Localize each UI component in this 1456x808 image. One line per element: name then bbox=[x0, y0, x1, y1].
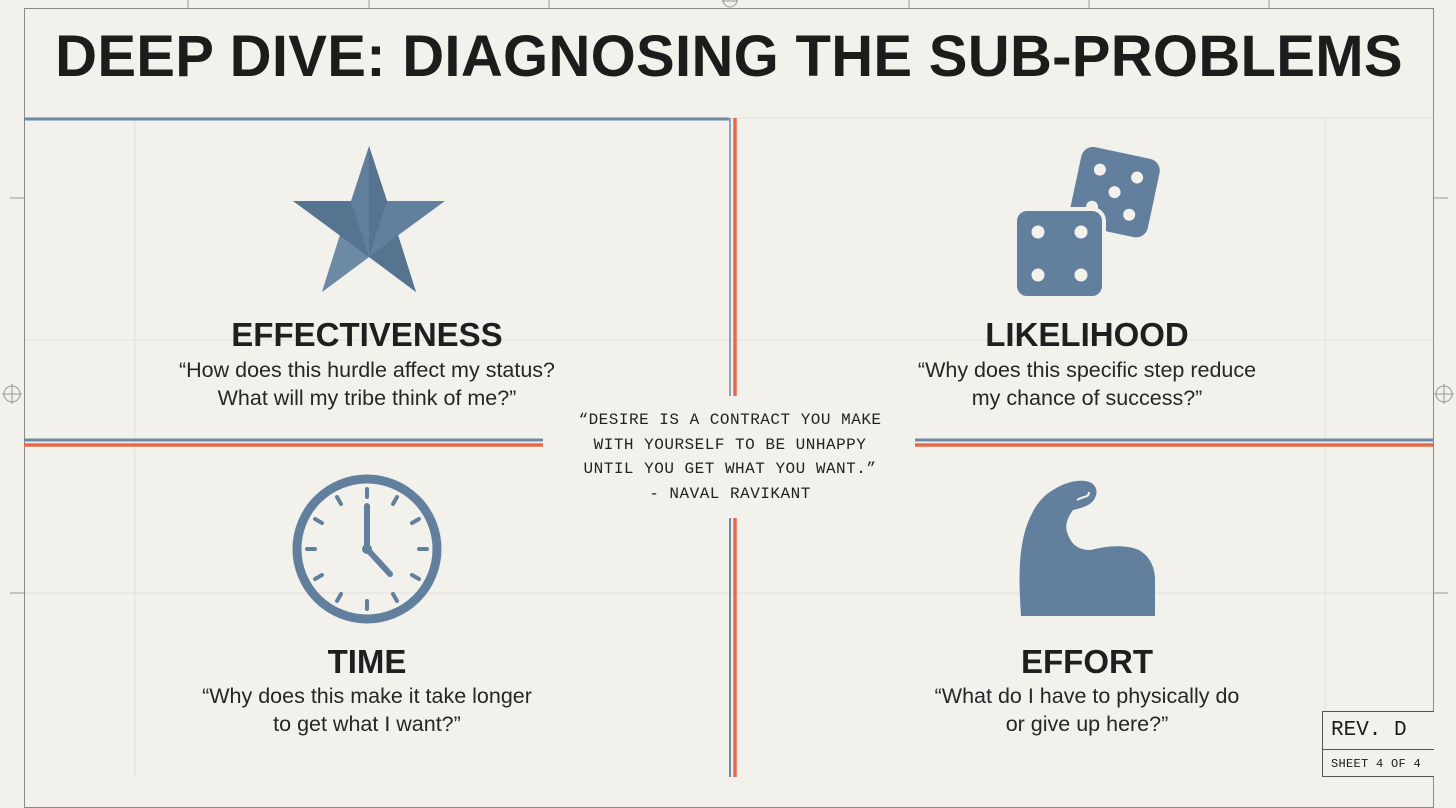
quadrant-quote: “How does this hurdle affect my status? … bbox=[167, 356, 567, 412]
quadrant-quote: “Why does this specific step reduce my c… bbox=[887, 356, 1287, 412]
center-quote-line: WITH YOURSELF TO BE UNHAPPY bbox=[593, 435, 867, 454]
sheet-label: SHEET 4 OF 4 bbox=[1331, 757, 1422, 771]
clock-tick bbox=[391, 495, 399, 506]
quadrant-label: EFFORT bbox=[1021, 643, 1153, 680]
quadrant-quote: “What do I have to physically do or give… bbox=[887, 682, 1287, 738]
quadrant-label: LIKELIHOOD bbox=[985, 316, 1189, 353]
quote-line: “Why does this make it take longer bbox=[202, 684, 532, 708]
page-title: DEEP DIVE: DIAGNOSING THE SUB-PROBLEMS bbox=[55, 24, 1403, 89]
quote-line: “How does this hurdle affect my status? bbox=[178, 358, 556, 382]
center-quote-attribution: - NAVAL RAVIKANT bbox=[649, 484, 811, 503]
clock-icon bbox=[292, 474, 442, 624]
clock-tick bbox=[335, 592, 343, 603]
quote-line: or give up here?” bbox=[1005, 712, 1169, 736]
quote-line: my chance of success?” bbox=[971, 386, 1203, 410]
center-quote-line: “DESIRE IS A CONTRACT YOU MAKE bbox=[578, 411, 882, 429]
clock-tick bbox=[410, 517, 421, 525]
center-quote-line: UNTIL YOU GET WHAT YOU WANT.” bbox=[583, 460, 877, 478]
flexed-arm-icon bbox=[1019, 480, 1155, 616]
quote-line: What will my tribe think of me?” bbox=[217, 386, 517, 410]
quadrant-effectiveness: EFFECTIVENESS “How does this hurdle affe… bbox=[167, 140, 567, 420]
star-icon bbox=[293, 146, 445, 292]
quadrant-label: TIME bbox=[327, 643, 407, 680]
quote-line: “Why does this specific step reduce bbox=[917, 358, 1257, 382]
clock-tick bbox=[313, 517, 324, 525]
quadrant-dividers bbox=[24, 117, 1434, 777]
clock-tick bbox=[335, 495, 343, 506]
quadrant-likelihood: LIKELIHOOD “Why does this specific step … bbox=[887, 140, 1287, 420]
revision-label: REV. D bbox=[1323, 712, 1434, 750]
dice-icon bbox=[1013, 146, 1160, 300]
clock-tick bbox=[391, 592, 399, 603]
quadrant-label: EFFECTIVENESS bbox=[231, 316, 503, 353]
quadrant-time: TIME “Why does this make it take longer … bbox=[167, 470, 567, 750]
center-quote: “DESIRE IS A CONTRACT YOU MAKE WITH YOUR… bbox=[548, 408, 912, 506]
quadrant-quote: “Why does this make it take longer to ge… bbox=[167, 682, 567, 738]
quote-line: to get what I want?” bbox=[273, 712, 461, 736]
title-block: REV. D SHEET 4 OF 4 bbox=[1322, 711, 1434, 777]
quadrant-effort: EFFORT “What do I have to physically do … bbox=[887, 470, 1287, 750]
quote-line: “What do I have to physically do bbox=[934, 684, 1240, 708]
clock-tick bbox=[313, 573, 324, 581]
clock-tick bbox=[410, 573, 421, 581]
